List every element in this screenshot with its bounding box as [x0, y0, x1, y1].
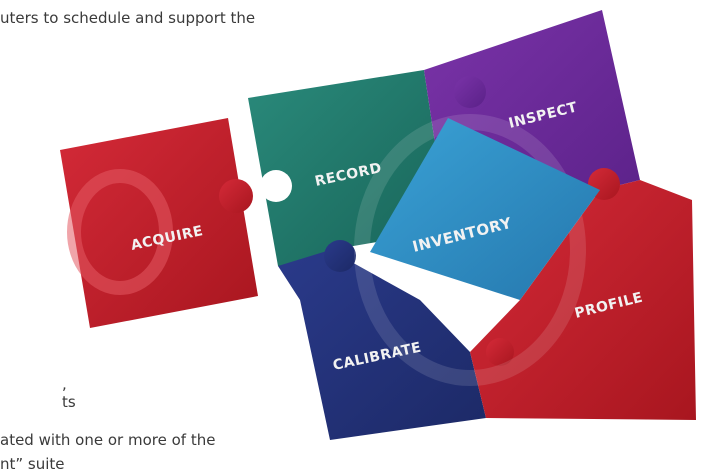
label-profile: PROFILE: [573, 289, 645, 321]
paragraph-fragment-ts: ts: [62, 393, 76, 411]
label-acquire: ACQUIRE: [130, 223, 205, 254]
puzzle-square: [248, 10, 696, 440]
label-record: RECORD: [314, 160, 384, 190]
label-inventory: INVENTORY: [411, 214, 515, 256]
paragraph-line-top: uters to schedule and support the: [0, 9, 256, 27]
label-calibrate: CALIBRATE: [332, 340, 423, 374]
puzzle-piece-acquire: ACQUIRE: [60, 118, 258, 328]
paragraph-line-bottom: ated with one or more of the: [0, 431, 216, 449]
label-inspect: INSPECT: [507, 99, 579, 132]
paragraph-line-cut: nt” suite: [0, 455, 65, 473]
paragraph-fragment-comma: ,: [62, 375, 67, 393]
